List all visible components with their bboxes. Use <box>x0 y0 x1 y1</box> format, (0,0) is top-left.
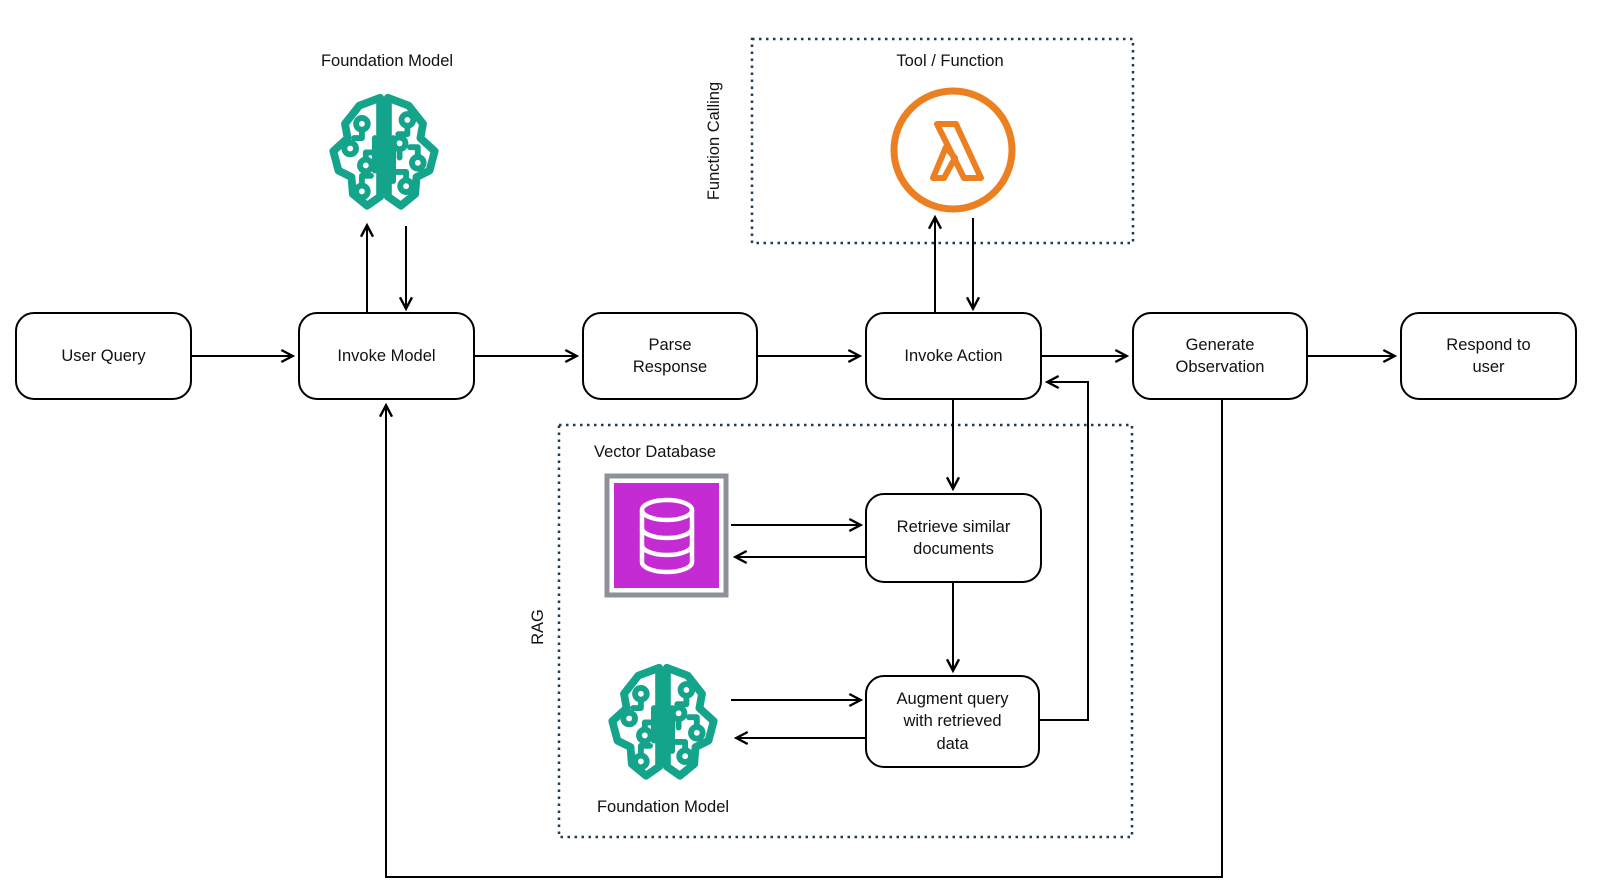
lambda-icon <box>890 87 1016 213</box>
rag-section-label: RAG <box>529 609 547 645</box>
node-invoke-model: Invoke Model <box>298 312 475 400</box>
rag-section-border <box>557 423 1134 839</box>
arrow-augment-return-to-invokeaction <box>1040 374 1089 721</box>
arrow-generateobs-loop-to-invokemodel <box>378 400 1223 878</box>
function-calling-section-label: Function Calling <box>705 81 723 201</box>
node-invoke-action: Invoke Action <box>865 312 1042 400</box>
node-user-query: User Query <box>15 312 192 400</box>
section-borders <box>557 37 1135 839</box>
node-augment-query: Augment query with retrieved data <box>865 675 1040 768</box>
node-retrieve-similar-documents: Retrieve similar documents <box>865 493 1042 583</box>
foundation-model-rag-label: Foundation Model <box>596 798 730 816</box>
tool-function-label: Tool / Function <box>896 52 1004 70</box>
node-respond-to-user: Respond to user <box>1400 312 1577 400</box>
connector-arrows <box>192 214 1398 878</box>
database-cylinder-icon <box>604 473 729 598</box>
brain-circuit-icon <box>608 663 718 780</box>
node-parse-response: Parse Response <box>582 312 758 400</box>
vector-database-label: Vector Database <box>594 443 716 461</box>
foundation-model-top-label: Foundation Model <box>320 52 454 70</box>
node-generate-observation: Generate Observation <box>1132 312 1308 400</box>
function-calling-section-border <box>750 37 1135 245</box>
brain-circuit-icon <box>329 93 439 210</box>
